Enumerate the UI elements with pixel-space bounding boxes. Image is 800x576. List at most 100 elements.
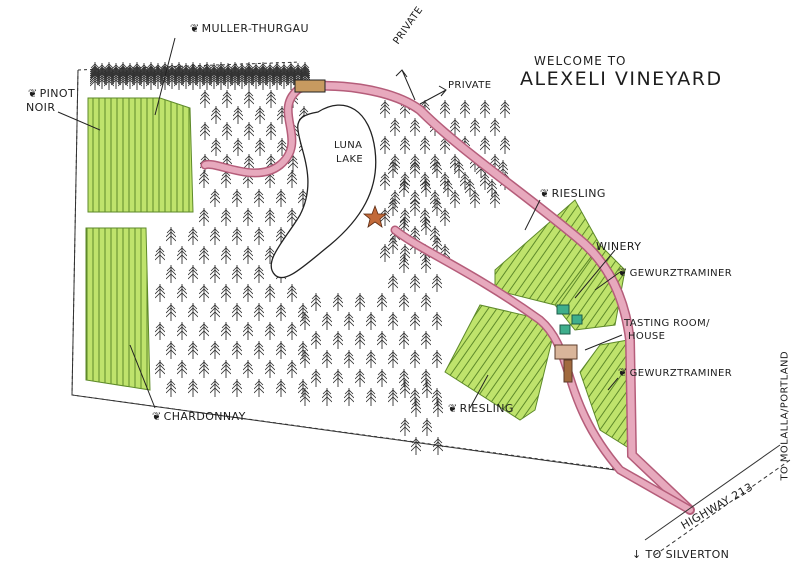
label-riesling-top: ❦RIESLING [540, 187, 606, 200]
tree-icon [380, 172, 390, 190]
lower-road-fill [392, 227, 693, 513]
tree-icon [420, 136, 430, 154]
tree-icon [254, 303, 264, 321]
tree-icon [420, 172, 430, 190]
chardonnay-block [85, 227, 151, 391]
grape-cluster-icon: ❦ [448, 402, 458, 415]
tree-icon [430, 226, 440, 244]
tree-icon [388, 274, 398, 292]
tree-icon [300, 388, 310, 406]
tree-icon [243, 208, 253, 226]
tree-icon [221, 208, 231, 226]
tree-icon [390, 118, 400, 136]
tree-icon [377, 369, 387, 387]
label-luna: LUNA [334, 140, 363, 151]
tree-icon [155, 284, 165, 302]
tree-icon [440, 208, 450, 226]
tree-icon [244, 90, 254, 108]
tree-icon [210, 265, 220, 283]
tree-icon [232, 379, 242, 397]
tree-icon [388, 312, 398, 330]
tree-icon [211, 138, 221, 156]
tree-icon [188, 379, 198, 397]
tree-icon [166, 265, 176, 283]
tree-icon [166, 341, 176, 359]
tree-icon [311, 293, 321, 311]
tree-icon [400, 136, 410, 154]
tree-icon [411, 437, 421, 455]
tree-icon [490, 190, 500, 208]
label-lake: LAKE [336, 154, 364, 165]
tree-icon [188, 227, 198, 245]
tree-icon [287, 170, 297, 188]
tree-icon [166, 227, 176, 245]
grape-cluster-icon: ❦ [28, 87, 38, 100]
tree-icon [265, 360, 275, 378]
tree-icon [421, 331, 431, 349]
tree-icon [254, 341, 264, 359]
tree-icon [199, 208, 209, 226]
tree-icon [200, 90, 210, 108]
tree-icon [254, 379, 264, 397]
tree-icon [333, 293, 343, 311]
tree-icon [410, 118, 420, 136]
boundary-left-edge [71, 69, 616, 471]
tree-icon [470, 118, 480, 136]
tree-icon [380, 244, 390, 262]
tree-icon [410, 350, 420, 368]
title-line2: ALEXELI VINEYARD [520, 68, 723, 90]
tree-icon [490, 118, 500, 136]
tree-icon [400, 208, 410, 226]
tree-icon [390, 190, 400, 208]
tree-icon [311, 331, 321, 349]
label-riesling-bottom: ❦RIESLING [448, 402, 514, 415]
tree-icon [432, 350, 442, 368]
tree-icon [265, 208, 275, 226]
tree-icon [355, 369, 365, 387]
pinot-noir-block [87, 97, 194, 213]
tree-icon [199, 284, 209, 302]
tree-icon [188, 341, 198, 359]
tree-icon [432, 274, 442, 292]
tree-icon [366, 388, 376, 406]
tree-icon [199, 322, 209, 340]
tree-icon [450, 190, 460, 208]
label-gewurz-1: ❦GEWURZTRAMINER [618, 266, 733, 279]
tree-icon [399, 331, 409, 349]
tree-icon [440, 100, 450, 118]
tree-icon [311, 369, 321, 387]
tree-icon [232, 341, 242, 359]
luna-lake [270, 104, 377, 279]
tree-icon [410, 154, 420, 172]
tree-icon [210, 227, 220, 245]
tree-icon [366, 350, 376, 368]
label-private-2: PRIVATE [448, 80, 492, 91]
private-arrow-2 [419, 85, 447, 105]
tree-icon [276, 189, 286, 207]
main-road-fill [296, 82, 694, 514]
leader-lines [57, 37, 623, 409]
tree-icon [155, 322, 165, 340]
tree-icon [254, 189, 264, 207]
tree-icon [232, 227, 242, 245]
highway-213 [644, 444, 791, 556]
tree-icon [388, 236, 398, 254]
tree-icon [276, 341, 286, 359]
tree-icon [255, 138, 265, 156]
tree-icon [422, 418, 432, 436]
tree-icon [211, 106, 221, 124]
tree-icon [254, 265, 264, 283]
tree-icon [355, 331, 365, 349]
tree-icon [276, 379, 286, 397]
tree-icon [232, 265, 242, 283]
label-to-molalla: TO MOLALLA/PORTLAND [779, 350, 791, 481]
tree-icon [440, 172, 450, 190]
grape-cluster-icon: ❦ [618, 366, 628, 379]
tree-icon [233, 106, 243, 124]
tree-icon [377, 331, 387, 349]
tree-icon [410, 312, 420, 330]
tree-icon [390, 154, 400, 172]
tree-icon [487, 179, 497, 197]
tree-icon [355, 293, 365, 311]
